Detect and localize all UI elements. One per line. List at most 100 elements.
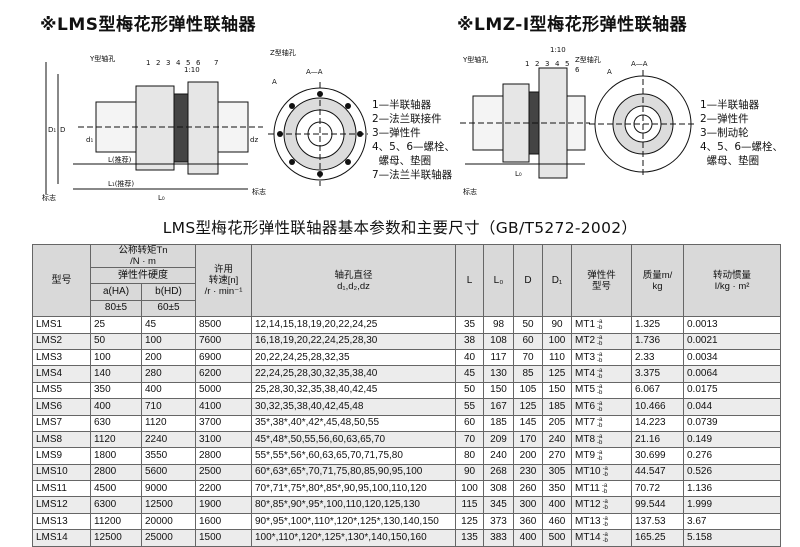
part-1-label: 1 [146,59,150,67]
section-label-right: A—A [631,60,648,68]
y-hole-label: Y型轴孔 [89,54,115,63]
part-1-label-right: 1 [525,60,529,68]
cell-inertia: 0.0064 [683,365,781,383]
cell-speed: 3100 [195,430,252,449]
cell-inertia: 5.158 [683,529,781,547]
cell-speed: 4100 [195,398,252,416]
hardness-suffix: -a-b [603,466,608,478]
elastic-model-code: MT8 [575,433,595,445]
cell-l0: 150 [483,381,514,400]
elastic-model: MT7-a-b [575,416,628,430]
cell-model: LMS5 [32,381,91,400]
elastic-model: MT4-a-b [575,367,628,381]
cell-mt: MT1-a-b [571,316,632,334]
part-5-label-right: 5 [565,60,569,68]
cell-mass: 70.72 [631,480,684,498]
col-d: D [513,243,543,318]
cell-ha: 1800 [90,447,142,465]
cell-mass: 99.544 [631,496,684,514]
cell-inertia: 0.526 [683,463,781,482]
hardness-suffix-a: -a [597,449,603,456]
col-hd: b(HD) [141,283,196,301]
lmz-coupling-drawing: Y型轴孔 Z型轴孔 1:10 1 2 3 4 5 6 A—A A L₀ 标志 [460,46,695,196]
hardness-suffix: -a-b [597,450,602,462]
cell-l: 38 [455,332,484,350]
cell-l: 35 [455,316,484,334]
cell-l0: 117 [483,348,514,367]
cell-l0: 130 [483,365,514,383]
elastic-model: MT8-a-b [575,433,628,447]
col-torque-unit: /N · m [130,256,156,267]
cell-l0: 308 [483,480,514,498]
cell-ha: 12500 [90,529,142,547]
col-torque: 公称转矩Tn /N · m [90,244,196,268]
cell-l: 135 [455,529,484,547]
cell-inertia: 0.0021 [683,332,781,350]
cell-ha: 630 [90,414,142,432]
cell-bore: 25,28,30,32,35,38,40,42,45 [251,381,456,400]
cell-d: 85 [513,365,543,383]
cell-ha: 100 [90,348,142,367]
cell-l0: 185 [483,414,514,432]
col-ha: a(HA) [90,283,142,301]
hardness-suffix: -a-b [602,483,607,495]
elastic-model: MT14-a-b [575,531,628,545]
cell-mass: 2.33 [631,348,684,367]
dim-l-recommend: L(推荐) [108,155,132,164]
cell-hd: 400 [141,381,196,400]
cell-model: LMS1 [32,316,91,334]
hardness-suffix-b: -b [597,341,603,348]
elastic-model: MT5-a-b [575,383,628,397]
cell-mass: 30.699 [631,447,684,465]
col-mass: 质量m/ kg [631,243,684,318]
cell-mt: MT2-a-b [571,332,632,350]
cell-d: 260 [513,480,543,498]
cell-mt: MT7-a-b [571,414,632,432]
cell-l: 90 [455,463,484,482]
cell-mt: MT12-a-b [571,496,632,514]
cell-ha: 400 [90,398,142,416]
cell-hd: 12500 [141,496,196,514]
cell-l0: 345 [483,496,514,514]
hardness-suffix-b: -b [602,537,608,544]
elastic-model-code: MT1 [575,318,595,330]
dim-l0: L₀ [158,194,165,202]
hardness-suffix: -a-b [603,532,608,544]
right-parts-legend: 1—半联轴器 2—弹性件 3—制动轮 4、5、6—螺栓、 螺母、垫圈 [700,99,784,167]
part-2-label: 2 [156,59,160,67]
mark-label-left-2: 标志 [252,187,266,196]
cell-d: 105 [513,381,543,400]
mark-label-right: 标志 [463,187,477,196]
taper-ratio-label-right: 1:10 [550,46,566,54]
part-4-label-right: 4 [555,60,560,68]
y-hole-label-right: Y型轴孔 [462,55,488,64]
part-5-label: 5 [186,59,190,67]
cell-d: 60 [513,332,543,350]
taper-ratio-label: 1:10 [184,66,200,74]
hardness-suffix-a: -a [597,400,603,407]
cell-mt: MT10-a-b [571,463,632,482]
part-6-label: 6 [196,59,201,67]
cell-bore: 16,18,19,20,22,24,25,28,30 [251,332,456,350]
col-bore: 轴孔直径 d₁,d₂,dz [251,243,456,318]
hardness-suffix-a: -a [601,482,608,489]
col-hd-value: 60±5 [141,299,196,318]
cell-inertia: 0.0739 [683,414,781,432]
cell-mt: MT3-a-b [571,348,632,367]
cell-l: 50 [455,381,484,400]
cell-d1: 90 [542,316,572,334]
left-parts-legend: 1—半联轴器 2—法兰联接件 3—弹性件 4、5、6—螺栓、 螺母、垫圈 7—法… [372,99,456,181]
cell-model: LMS6 [32,398,91,416]
cell-inertia: 0.149 [683,430,781,449]
elastic-model-code: MT9 [575,449,595,461]
cell-speed: 2500 [195,463,252,482]
hardness-suffix-a: -a [602,515,608,522]
elastic-model-code: MT6 [575,400,595,412]
cell-bore: 22,24,25,28,30,32,35,38,40 [251,365,456,383]
cell-inertia: 0.044 [683,398,781,416]
